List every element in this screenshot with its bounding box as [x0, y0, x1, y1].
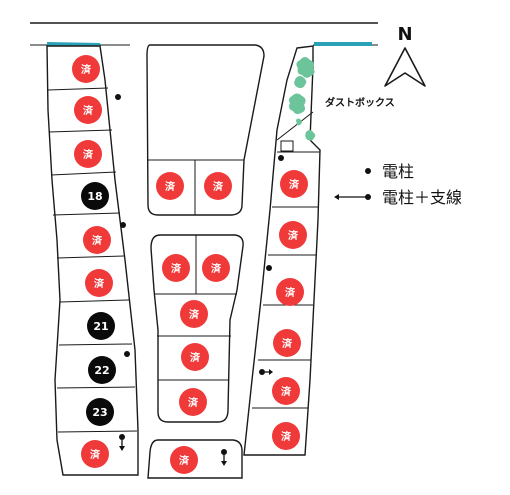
sold-lot-marker: [85, 269, 113, 297]
sold-lot-marker: [74, 96, 102, 124]
lot-label: 済: [165, 180, 176, 193]
sold-lot-marker: [181, 343, 209, 371]
sold-lot-marker: [180, 300, 208, 328]
sold-lot-marker: [83, 226, 111, 254]
legend-pole-stay-icon: [334, 194, 371, 200]
lot-label: 済: [188, 396, 199, 409]
sold-lot-marker: [162, 254, 190, 282]
sold-lot-marker: [179, 388, 207, 416]
lot-label: 済: [190, 351, 201, 364]
lot-label: 済: [285, 286, 296, 299]
bottom-block-outline: [147, 439, 243, 479]
available-lot-marker: [81, 182, 109, 210]
water-channel-left: [47, 42, 101, 46]
lot-label: 済: [189, 308, 200, 321]
sold-lot-marker: [280, 170, 308, 198]
north-arrow-icon: [384, 47, 426, 87]
lot-label: 済: [211, 262, 222, 275]
lot-label: 済: [179, 454, 190, 467]
sold-lot-marker: [272, 422, 300, 450]
sold-lot-marker: [72, 55, 100, 83]
lot-label: 18: [87, 190, 102, 203]
legend-pole-icon: [365, 168, 371, 174]
sold-lot-marker: [74, 140, 102, 168]
north-label: N: [397, 24, 412, 45]
sold-lot-marker: [279, 221, 307, 249]
sold-lot-marker: [170, 446, 198, 474]
lot-label: 21: [93, 320, 108, 333]
utility-pole-icon: [115, 94, 284, 357]
lot-label: 済: [213, 180, 224, 193]
lot-label: 済: [83, 104, 94, 117]
legend-pole-stay-label: 電柱＋支線: [382, 188, 462, 207]
lot-label: 済: [288, 229, 299, 242]
sold-lot-marker: [156, 172, 184, 200]
lot-label: 済: [282, 337, 293, 350]
dust-box-symbol: [280, 140, 294, 152]
available-lot-marker: [86, 398, 114, 426]
lot-label: 済: [281, 385, 292, 398]
lot-label: 済: [83, 148, 94, 161]
lot-markers: 済済済18済済212223済済済済済済済済済済済済済済済: [72, 55, 308, 474]
center-middle-block-outline: [150, 234, 244, 423]
lot-label: 済: [92, 234, 103, 247]
sold-lot-marker: [202, 254, 230, 282]
center-middle-dividers: [154, 235, 237, 381]
sold-lot-marker: [204, 172, 232, 200]
lot-label: 済: [289, 178, 300, 191]
dust-box-label: ダストボックス: [325, 96, 395, 109]
east-lot-dividers: [252, 151, 320, 409]
east-block-outline: [243, 45, 321, 456]
shrub-icon: [288, 57, 316, 141]
dust-box-leader: [276, 111, 314, 141]
lot-label: 済: [90, 448, 101, 461]
lot-label: 22: [94, 364, 109, 377]
sold-lot-marker: [273, 329, 301, 357]
center-top-block-outline: [146, 44, 265, 216]
available-lot-marker: [87, 312, 115, 340]
sold-lot-marker: [276, 278, 304, 306]
lot-label: 済: [94, 277, 105, 290]
sold-lot-marker: [81, 440, 109, 468]
lot-label: 済: [171, 262, 182, 275]
utility-pole-with-guy-wire-icon: [119, 369, 273, 466]
legend-pole-label: 電柱: [382, 162, 414, 181]
lot-label: 済: [81, 63, 92, 76]
sold-lot-marker: [272, 377, 300, 405]
water-channel-right: [314, 42, 372, 46]
lot-label: 23: [92, 406, 107, 419]
lot-label: 済: [281, 430, 292, 443]
available-lot-marker: [88, 356, 116, 384]
west-lot-dividers: [47, 87, 138, 433]
